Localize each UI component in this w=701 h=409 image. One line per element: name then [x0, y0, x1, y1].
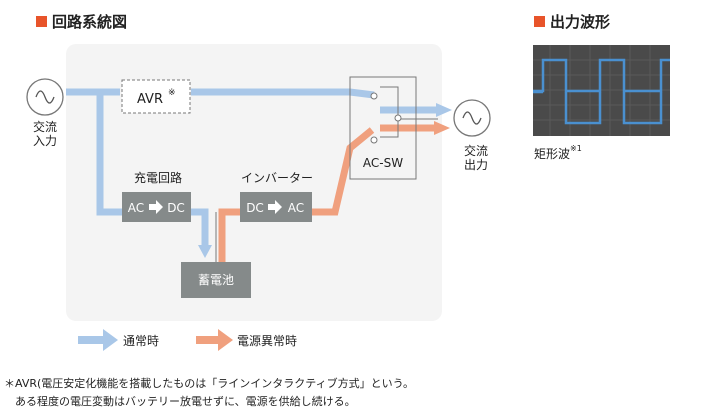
legend-outage-arrow	[196, 329, 233, 351]
section-circuit-title: 回路系統図	[36, 11, 127, 32]
charger-title: 充電回路	[134, 170, 182, 185]
title-marker-icon	[36, 16, 47, 27]
ac-output-label: 交流出力	[464, 143, 488, 172]
avr-label: AVR	[137, 92, 163, 107]
switch-contact-mid	[394, 114, 402, 122]
outage-flow-arrowhead	[434, 121, 450, 135]
acsw-label: AC-SW	[363, 156, 403, 170]
title-marker-icon	[534, 16, 545, 27]
legend-outage-label: 電源異常時	[237, 334, 297, 348]
switch-contact-bot	[370, 136, 378, 144]
inverter-from: DC	[246, 201, 264, 215]
sine-icon	[35, 90, 55, 104]
battery-arrowhead	[198, 245, 212, 258]
waveform-footnote-mark: ※1	[570, 144, 582, 153]
arrow-right-icon	[268, 200, 282, 214]
section-waveform-title: 出力波形	[534, 11, 610, 32]
ac-input-label: 交流入力	[33, 119, 57, 148]
charger-from: AC	[128, 201, 144, 215]
avr-footnote-mark: ※	[168, 88, 176, 98]
arrow-right-icon	[149, 200, 163, 214]
square-wave-upper	[533, 58, 670, 93]
outage-flow-path	[218, 124, 436, 262]
acsw-box	[349, 76, 417, 180]
waveform-caption: 矩形波	[534, 147, 570, 161]
legend-normal-label: 通常時	[123, 334, 159, 348]
inverter-to: AC	[288, 201, 304, 215]
charger-to: DC	[167, 201, 185, 215]
circuit-title: 回路系統図	[52, 13, 128, 31]
inverter-title: インバーター	[241, 171, 313, 185]
sine-icon	[462, 111, 482, 125]
footnote-line-1: ＊AVR(電圧安定化機能を搭載したものは「ラインインタラクティブ方式」という。	[4, 377, 414, 390]
square-wave-lower	[533, 90, 663, 125]
battery-label: 蓄電池	[198, 273, 234, 287]
normal-flow-arrowhead	[436, 103, 452, 117]
battery-box	[181, 262, 251, 298]
footnote-line-2: ある程度の電圧変動はバッテリー放電せずに、電源を供給し続ける。	[15, 395, 356, 408]
waveform-title: 出力波形	[550, 13, 611, 31]
switch-contact-top	[370, 92, 378, 100]
avr-box	[121, 79, 191, 114]
legend-normal-arrow	[78, 329, 118, 351]
